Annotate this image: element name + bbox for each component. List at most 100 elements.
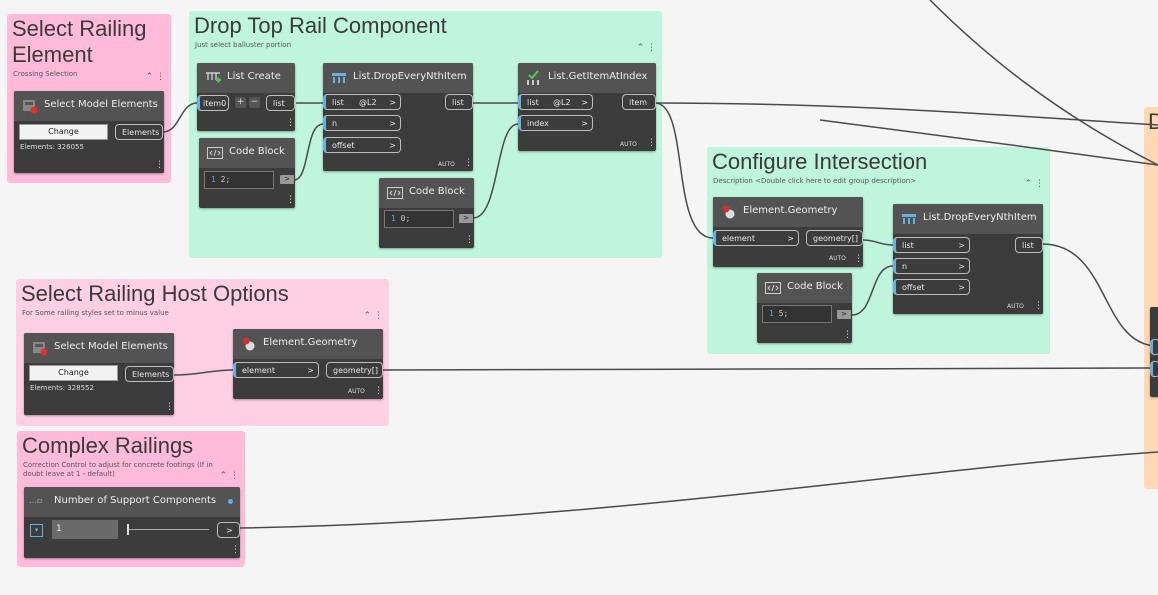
- node-code-block-3[interactable]: Code Block 1 5; > ⋮: [757, 273, 852, 343]
- port-arrow-icon: >: [307, 366, 314, 375]
- node-menu-icon[interactable]: ⋮: [1034, 301, 1043, 311]
- node-menu-icon[interactable]: ⋮: [465, 235, 474, 245]
- port-arrow-icon: >: [958, 241, 965, 250]
- input-port-item0[interactable]: item0: [197, 95, 229, 111]
- node-header[interactable]: Select Model Elements: [14, 91, 164, 121]
- input-port-index[interactable]: index >: [518, 115, 593, 131]
- port-label: n: [902, 262, 908, 271]
- group-title: D: [1148, 109, 1158, 134]
- group-title: Complex Railings: [22, 433, 194, 458]
- node-header[interactable]: Code Block: [379, 178, 474, 208]
- node-menu-icon[interactable]: ⋮: [286, 118, 295, 128]
- port-label: index: [527, 119, 549, 128]
- code-editor[interactable]: 1 0;: [384, 210, 454, 228]
- node-menu-icon[interactable]: ⋮: [464, 158, 473, 168]
- group-collapse-icon[interactable]: ⌃ ⋮: [636, 43, 656, 53]
- add-input-button[interactable]: +: [235, 97, 246, 108]
- node-number-of-support-components[interactable]: …▫ Number of Support Components ▾ 1 > ⋮: [24, 487, 240, 558]
- group-collapse-icon[interactable]: ⌃ ⋮: [219, 471, 239, 481]
- output-port-geometry[interactable]: geometry[]: [806, 230, 863, 246]
- port-label: element: [722, 234, 755, 243]
- input-port-n[interactable]: n >: [893, 258, 970, 274]
- lacing-auto-label: AUTO: [829, 255, 846, 262]
- slider-track[interactable]: [127, 529, 209, 530]
- code-block-icon: [765, 282, 781, 294]
- code-text: 0;: [400, 214, 411, 223]
- group-collapse-icon[interactable]: ⌃ ⋮: [1024, 179, 1044, 189]
- output-port[interactable]: >: [459, 214, 473, 223]
- input-port-element[interactable]: element >: [713, 230, 799, 246]
- group-collapse-icon[interactable]: ⌃ ⋮: [363, 311, 383, 321]
- code-editor[interactable]: 1 2;: [204, 171, 274, 189]
- slider-thumb[interactable]: [127, 524, 129, 535]
- node-list-drop-every-nth-item-1[interactable]: List.DropEveryNthItem list @L2 > n > off…: [323, 63, 473, 171]
- node-element-geometry-2[interactable]: Element.Geometry element > geometry[] AU…: [233, 329, 383, 399]
- change-button[interactable]: Change: [19, 124, 108, 140]
- node-header[interactable]: …▫ Number of Support Components: [24, 487, 240, 517]
- output-port-geometry[interactable]: geometry[]: [326, 362, 383, 378]
- input-port-element[interactable]: element >: [233, 362, 319, 378]
- node-code-block-2[interactable]: Code Block 1 0; > ⋮: [379, 178, 474, 248]
- input-port-offset[interactable]: offset >: [893, 279, 970, 295]
- output-port-elements[interactable]: Elements: [125, 366, 174, 382]
- group-collapse-icon[interactable]: ⌃ ⋮: [145, 72, 165, 82]
- group-right-partial[interactable]: D: [1144, 107, 1158, 489]
- wire-item-to-geometry: [654, 102, 714, 239]
- lacing-auto-label: AUTO: [620, 141, 637, 148]
- node-header[interactable]: Element.Geometry: [233, 329, 383, 359]
- remove-input-button[interactable]: −: [249, 97, 260, 108]
- element-geometry-icon: [722, 205, 735, 219]
- lacing-auto-label: AUTO: [438, 161, 455, 168]
- input-port-offset[interactable]: offset >: [323, 137, 401, 153]
- expand-toggle-icon[interactable]: ▾: [30, 524, 43, 537]
- node-header[interactable]: Select Model Elements: [24, 333, 174, 363]
- node-menu-icon[interactable]: ⋮: [165, 402, 174, 412]
- node-menu-icon[interactable]: ⋮: [286, 195, 295, 205]
- input-port-n[interactable]: n >: [323, 115, 401, 131]
- node-header[interactable]: Code Block: [199, 138, 295, 168]
- output-port[interactable]: >: [837, 310, 851, 319]
- node-list-get-item-at-index[interactable]: List.GetItemAtIndex list @L2 > index > i…: [518, 63, 656, 151]
- input-port-list[interactable]: list >: [893, 237, 970, 253]
- code-editor[interactable]: 1 5;: [762, 305, 832, 323]
- node-menu-icon[interactable]: ⋮: [374, 386, 383, 396]
- node-select-model-elements-1[interactable]: Select Model Elements Change Elements El…: [14, 91, 164, 173]
- node-header[interactable]: Code Block: [757, 273, 852, 303]
- node-menu-icon[interactable]: ⋮: [854, 254, 863, 264]
- node-code-block-1[interactable]: Code Block 1 2; > ⋮: [199, 138, 295, 208]
- node-header[interactable]: List.GetItemAtIndex: [518, 63, 656, 93]
- input-port[interactable]: [1150, 361, 1158, 377]
- node-element-geometry-1[interactable]: Element.Geometry element > geometry[] AU…: [713, 197, 863, 267]
- output-port-list[interactable]: list: [1015, 237, 1043, 253]
- node-header[interactable]: List.DropEveryNthItem: [893, 204, 1043, 234]
- node-menu-icon[interactable]: ⋮: [155, 160, 164, 170]
- drop-every-nth-icon: [332, 73, 346, 83]
- group-title: Select Railing Host Options: [21, 281, 289, 306]
- node-menu-icon[interactable]: ⋮: [231, 545, 240, 555]
- output-port-list[interactable]: list: [445, 94, 473, 110]
- input-port-list[interactable]: list @L2 >: [323, 94, 401, 110]
- node-header[interactable]: List Create: [197, 63, 295, 93]
- node-right-partial[interactable]: [1150, 307, 1158, 397]
- group-description-line-1: Correction Control to adjust for concret…: [23, 461, 213, 469]
- change-button[interactable]: Change: [29, 365, 118, 381]
- node-menu-icon[interactable]: ⋮: [843, 330, 852, 340]
- group-description: Crossing Selection: [13, 70, 78, 78]
- group-title: Configure Intersection: [712, 149, 928, 174]
- node-list-create[interactable]: List Create item0 + − list ⋮: [197, 63, 295, 131]
- node-header[interactable]: Element.Geometry: [713, 197, 863, 227]
- output-port[interactable]: >: [217, 522, 240, 538]
- input-port[interactable]: [1150, 339, 1158, 355]
- output-port-elements[interactable]: Elements: [115, 124, 163, 140]
- output-port-item[interactable]: item: [622, 94, 656, 110]
- preview-dot-icon: [228, 499, 233, 504]
- wire-slider-to-right: [239, 451, 1158, 529]
- input-port-list[interactable]: list @L2 >: [518, 94, 593, 110]
- output-port-list[interactable]: list: [266, 95, 295, 111]
- node-header[interactable]: List.DropEveryNthItem: [323, 63, 473, 93]
- output-port[interactable]: >: [280, 175, 294, 184]
- node-select-model-elements-2[interactable]: Select Model Elements Change Elements El…: [24, 333, 174, 415]
- node-menu-icon[interactable]: ⋮: [647, 138, 656, 148]
- slider-value-input[interactable]: 1: [52, 520, 118, 539]
- node-list-drop-every-nth-item-2[interactable]: List.DropEveryNthItem list > n > offset …: [893, 204, 1043, 314]
